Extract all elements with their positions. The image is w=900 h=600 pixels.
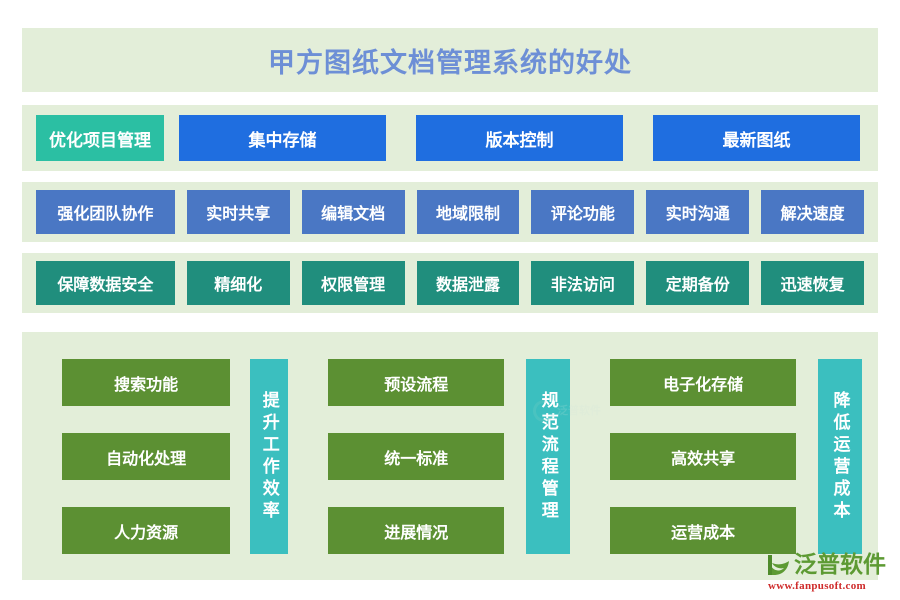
box-electronic-storage[interactable]: 电子化存储 — [610, 359, 796, 406]
box-progress-status[interactable]: 进展情况 — [328, 507, 505, 554]
chip-realtime-sharing[interactable]: 实时共享 — [186, 190, 290, 234]
chip-strengthen-team-collaboration[interactable]: 强化团队协作 — [36, 190, 175, 234]
page-title: 甲方图纸文档管理系统的好处 — [268, 47, 632, 78]
logo-wordmark: 泛普软件 — [794, 552, 886, 577]
box-operating-cost[interactable]: 运营成本 — [610, 507, 796, 554]
chip-resolution-speed[interactable]: 解决速度 — [761, 190, 865, 234]
vertical-label-improve-work-efficiency[interactable]: 提升工作效率 — [250, 359, 289, 554]
fanpu-leaf-icon — [766, 552, 792, 578]
vertical-label-standardize-process-management[interactable]: 规范流程管理 — [526, 359, 571, 554]
benefit-row-3: 保障数据安全 精细化 权限管理 数据泄露 非法访问 定期备份 迅速恢复 — [22, 253, 878, 313]
benefit-bottom-panel: 搜索功能 自动化处理 人力资源 提升工作效率 预设流程 统一标准 进展情况 规范… — [22, 332, 878, 580]
benefit-row-2: 强化团队协作 实时共享 编辑文档 地域限制 评论功能 实时沟通 解决速度 — [22, 182, 878, 242]
vertical-label-reduce-operating-cost[interactable]: 降低运营成本 — [818, 359, 862, 554]
chip-optimize-project-management[interactable]: 优化项目管理 — [36, 115, 164, 161]
chip-refinement[interactable]: 精细化 — [186, 261, 290, 305]
chip-version-control[interactable]: 版本控制 — [416, 115, 623, 161]
chip-edit-document[interactable]: 编辑文档 — [301, 190, 405, 234]
chip-ensure-data-security[interactable]: 保障数据安全 — [36, 261, 175, 305]
chip-illegal-access[interactable]: 非法访问 — [531, 261, 635, 305]
title-band: 甲方图纸文档管理系统的好处 — [22, 28, 878, 92]
chip-comment-feature[interactable]: 评论功能 — [531, 190, 635, 234]
chip-regular-backup[interactable]: 定期备份 — [646, 261, 750, 305]
logo-row: 泛普软件 — [766, 551, 894, 579]
box-unified-standard[interactable]: 统一标准 — [328, 433, 505, 480]
box-automated-processing[interactable]: 自动化处理 — [62, 433, 231, 480]
box-human-resources[interactable]: 人力资源 — [62, 507, 231, 554]
bottom-group-1-items: 搜索功能 自动化处理 人力资源 — [62, 359, 231, 554]
box-preset-process[interactable]: 预设流程 — [328, 359, 505, 406]
chip-rapid-recovery[interactable]: 迅速恢复 — [761, 261, 865, 305]
chip-data-leakage[interactable]: 数据泄露 — [416, 261, 520, 305]
chip-realtime-communication[interactable]: 实时沟通 — [646, 190, 750, 234]
logo-url: www.fanpusoft.com — [768, 580, 866, 592]
chip-geographic-restriction[interactable]: 地域限制 — [416, 190, 520, 234]
benefit-row-1: 优化项目管理 集中存储 版本控制 最新图纸 — [22, 105, 878, 171]
box-search-function[interactable]: 搜索功能 — [62, 359, 231, 406]
bottom-group-3-items: 电子化存储 高效共享 运营成本 — [610, 359, 796, 554]
brand-logo: 泛普软件 www.fanpusoft.com — [766, 551, 894, 595]
chip-latest-drawings[interactable]: 最新图纸 — [653, 115, 860, 161]
bottom-group-2-items: 预设流程 统一标准 进展情况 — [328, 359, 505, 554]
box-efficient-sharing[interactable]: 高效共享 — [610, 433, 796, 480]
chip-centralized-storage[interactable]: 集中存储 — [179, 115, 386, 161]
bottom-panel-groups: 搜索功能 自动化处理 人力资源 提升工作效率 预设流程 统一标准 进展情况 规范… — [62, 359, 862, 554]
chip-permission-management[interactable]: 权限管理 — [301, 261, 405, 305]
